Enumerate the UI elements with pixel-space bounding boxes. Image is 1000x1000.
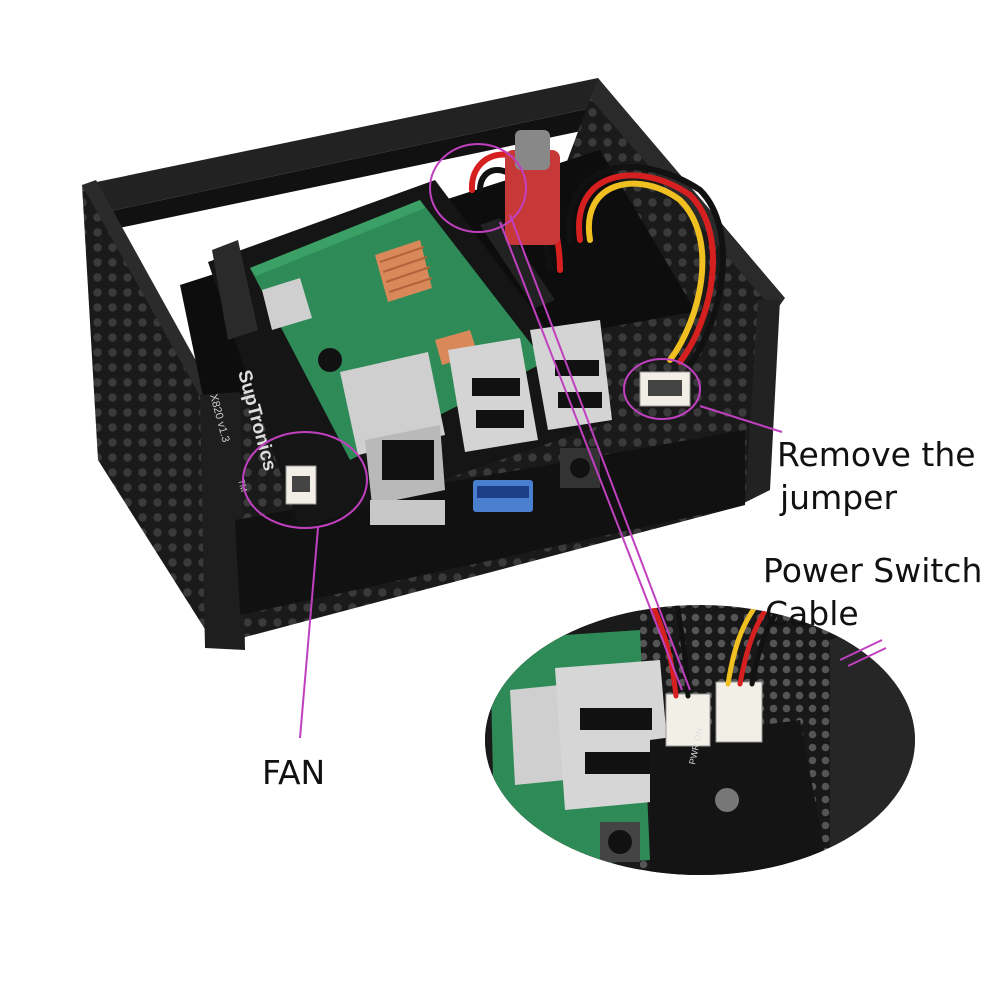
fan-label: FAN xyxy=(262,753,326,792)
fan-leader xyxy=(299,527,319,739)
remove-jumper-label-line2: jumper xyxy=(780,478,898,517)
power-switch-label-line1: Power Switch xyxy=(763,551,983,590)
usb-ports-left xyxy=(448,338,538,452)
power-wires xyxy=(468,151,726,367)
jumper-leader xyxy=(699,405,783,433)
jumper-connector xyxy=(639,371,691,407)
zoom-inset: PWR ON xyxy=(485,605,915,875)
lower-board-ports xyxy=(370,448,600,525)
cable-leader-2 xyxy=(847,647,887,667)
power-switch-label-line2: Cable xyxy=(765,594,859,633)
ethernet-port xyxy=(340,352,445,505)
fan-connector xyxy=(285,465,317,505)
power-leader-2 xyxy=(509,214,691,691)
callout-markers xyxy=(242,143,887,739)
jumper-circle-right xyxy=(623,358,701,420)
fan-circle xyxy=(242,431,368,529)
cable-leader-1 xyxy=(839,639,883,661)
power-leader-1 xyxy=(499,221,683,691)
jumper-circle-top xyxy=(429,143,527,233)
power-switch xyxy=(505,130,560,245)
remove-jumper-label-line1: Remove the xyxy=(777,435,976,474)
